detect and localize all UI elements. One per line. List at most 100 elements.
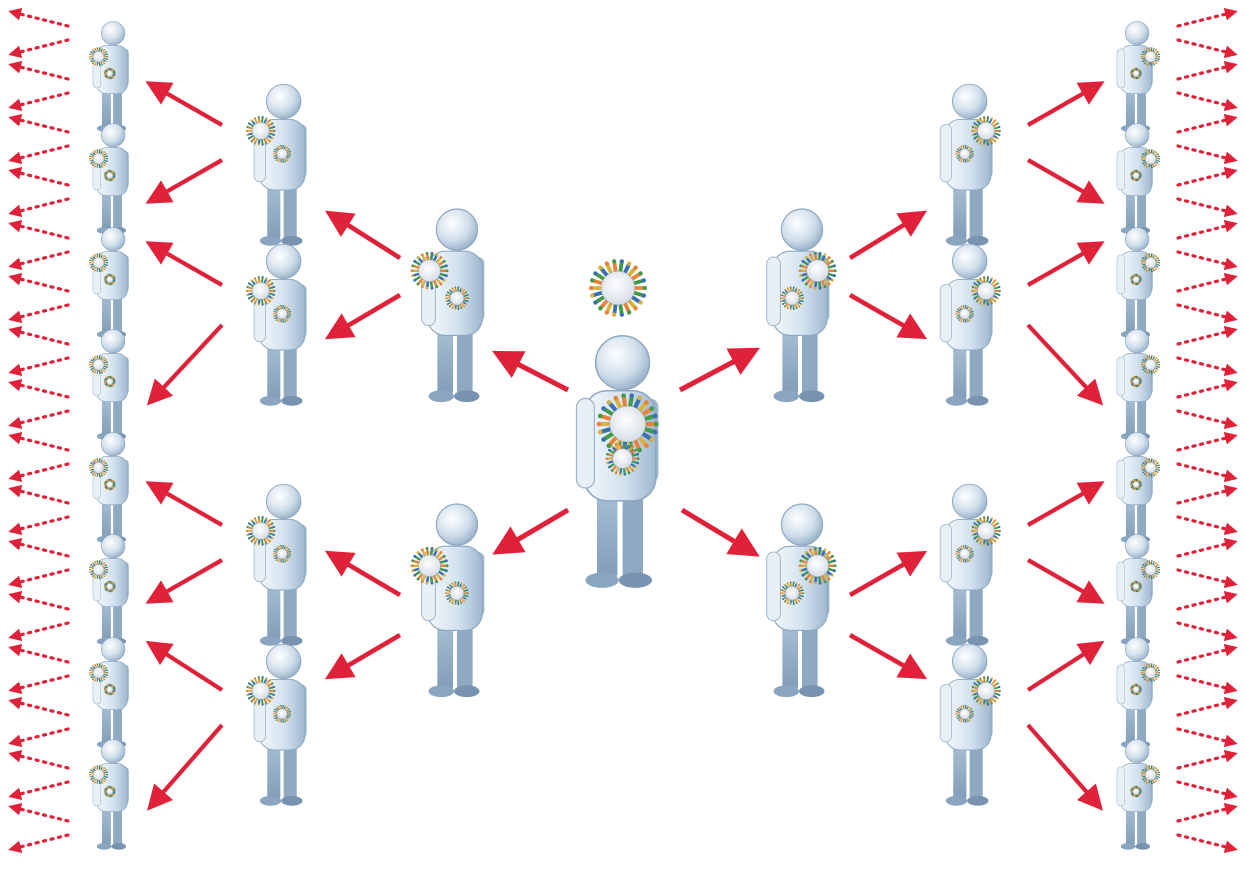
dotted-arrow bbox=[1176, 621, 1238, 642]
dotted-arrow bbox=[8, 484, 70, 505]
dotted-arrow bbox=[1176, 378, 1238, 399]
virus-icon bbox=[1140, 560, 1161, 580]
virus-icon bbox=[103, 273, 116, 286]
dotted-arrow bbox=[8, 60, 70, 81]
dotted-arrow bbox=[8, 431, 70, 452]
virus-icon bbox=[1130, 478, 1142, 491]
arrow bbox=[491, 350, 570, 393]
dotted-arrow bbox=[1176, 144, 1238, 165]
arrow bbox=[145, 158, 224, 204]
virus-icon bbox=[410, 546, 449, 585]
dotted-arrow bbox=[1176, 409, 1238, 430]
generation-2-person bbox=[245, 243, 307, 406]
arrow bbox=[1026, 640, 1105, 692]
generation-1-person bbox=[410, 208, 485, 403]
generation-1-person bbox=[410, 503, 485, 698]
arrow bbox=[1026, 158, 1105, 204]
arrow bbox=[325, 210, 402, 260]
person-icon bbox=[939, 243, 993, 406]
arrow bbox=[145, 241, 224, 287]
virus-icon bbox=[88, 560, 109, 580]
person-icon bbox=[253, 243, 307, 406]
dotted-arrow bbox=[1176, 674, 1238, 695]
virus-icon bbox=[88, 355, 109, 375]
dotted-arrow bbox=[8, 643, 70, 664]
dotted-arrow bbox=[1176, 643, 1238, 664]
generation-2-person bbox=[939, 243, 1001, 406]
dotted-arrow bbox=[1176, 197, 1238, 218]
arrow bbox=[145, 558, 224, 604]
virus-icon bbox=[245, 116, 276, 146]
person-icon bbox=[421, 208, 485, 403]
generation-1-person bbox=[766, 503, 837, 698]
dotted-arrow bbox=[8, 272, 70, 293]
virus-icon bbox=[245, 676, 276, 706]
arrow bbox=[145, 481, 224, 527]
virus-icon bbox=[955, 544, 974, 563]
dotted-arrow bbox=[8, 802, 70, 823]
generation-2-person bbox=[939, 483, 1001, 646]
virus-icon bbox=[103, 67, 116, 80]
dotted-arrow bbox=[1176, 250, 1238, 271]
generation-3-person bbox=[88, 123, 129, 234]
virus-icon bbox=[1140, 149, 1161, 169]
dotted-arrow bbox=[1176, 431, 1238, 452]
virus-icon bbox=[971, 516, 1001, 546]
dotted-arrow bbox=[8, 780, 70, 801]
dotted-arrow bbox=[1176, 91, 1238, 112]
person-icon bbox=[1116, 739, 1153, 850]
dotted-arrow bbox=[8, 833, 70, 854]
virus-icon bbox=[605, 441, 640, 476]
virus-icon bbox=[1130, 375, 1142, 388]
dotted-arrow bbox=[1176, 568, 1238, 589]
dotted-arrow bbox=[8, 303, 70, 324]
dotted-arrow bbox=[8, 378, 70, 399]
dotted-arrow bbox=[1176, 113, 1238, 134]
dotted-arrow bbox=[8, 7, 70, 28]
generation-3-person bbox=[1116, 432, 1161, 543]
dotted-arrow bbox=[8, 113, 70, 134]
virus-icon bbox=[1140, 765, 1161, 785]
virus-icon bbox=[445, 286, 469, 310]
person-icon bbox=[92, 227, 129, 338]
virus-icon bbox=[272, 704, 292, 723]
person-icon bbox=[253, 83, 307, 246]
generation-3-person bbox=[1116, 329, 1161, 440]
virus-icon bbox=[88, 663, 109, 683]
arrow bbox=[145, 81, 224, 127]
generation-3-person bbox=[88, 329, 129, 440]
virus-icon bbox=[955, 304, 974, 323]
virus-icon bbox=[1130, 169, 1142, 182]
person-icon bbox=[253, 483, 307, 646]
virus-icon bbox=[88, 253, 109, 273]
virus-icon bbox=[272, 544, 292, 563]
virus-icon bbox=[1130, 785, 1142, 798]
index-case-person bbox=[575, 334, 659, 588]
virus-icon bbox=[1130, 683, 1142, 696]
generation-2-person bbox=[939, 643, 1001, 806]
virus-icon bbox=[103, 375, 116, 388]
virus-icon bbox=[596, 393, 659, 455]
arrow bbox=[848, 550, 928, 597]
dotted-arrow bbox=[1176, 727, 1238, 748]
dotted-arrow bbox=[8, 727, 70, 748]
arrow bbox=[146, 323, 224, 406]
arrow bbox=[1026, 723, 1103, 811]
virus-icon bbox=[971, 116, 1001, 146]
dotted-arrow bbox=[8, 515, 70, 536]
virus-icon bbox=[88, 47, 109, 67]
virus-icon bbox=[272, 304, 292, 323]
dotted-arrow bbox=[1176, 7, 1238, 28]
dotted-arrow bbox=[8, 250, 70, 271]
virus-icon bbox=[88, 765, 109, 785]
dotted-arrow bbox=[8, 166, 70, 187]
virus-icon bbox=[780, 286, 805, 310]
arrow bbox=[680, 507, 760, 557]
arrow bbox=[848, 210, 928, 260]
person-icon bbox=[92, 739, 129, 850]
dotted-arrow bbox=[8, 91, 70, 112]
virus-icon bbox=[445, 581, 469, 605]
dotted-arrow bbox=[1176, 356, 1238, 377]
virus-icon bbox=[955, 144, 974, 163]
